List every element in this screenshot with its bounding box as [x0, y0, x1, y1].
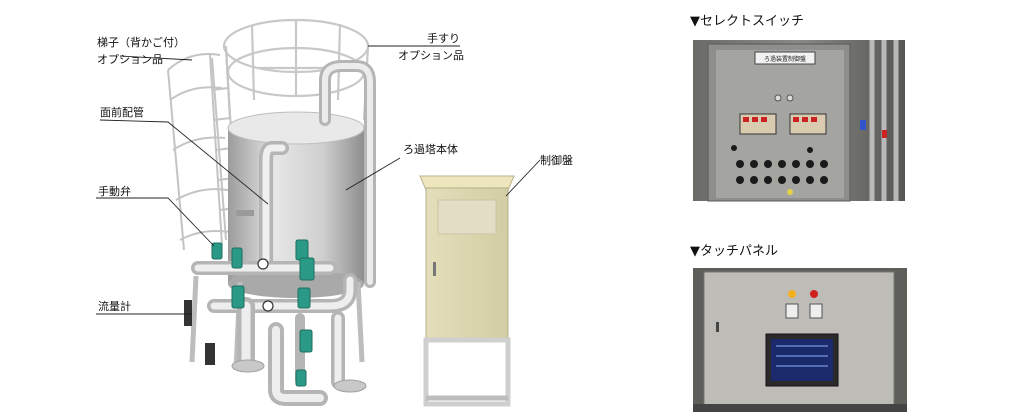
ladder-label-line2: オプション品 [97, 53, 163, 66]
front-piping-label: 面前配管 [100, 106, 144, 119]
tower-body-label: ろ過塔本体 [403, 143, 458, 156]
touch-panel-photo [693, 268, 907, 412]
handrail-label-line2: オプション品 [398, 49, 464, 62]
ladder-with-cage [167, 49, 239, 251]
manual-valve-label: 手動弁 [98, 185, 131, 198]
front-piping-pipes [191, 60, 376, 406]
flow-meter-device [184, 300, 215, 365]
ladder-label-line1: 梯子（背かご付） [97, 36, 185, 49]
manual-valves [211, 239, 315, 387]
handrail-label: 手すり オプション品 [398, 30, 464, 64]
leader-lines [96, 45, 541, 315]
flow-meter-label: 流量計 [98, 300, 131, 313]
panel-plate-text: ろ過装置制御盤 [764, 55, 806, 63]
touch-panel-title: ▼タッチパネル [690, 244, 778, 259]
select-switch-photo: ろ過装置制御盤 [693, 40, 905, 202]
pressure-gauges [257, 258, 274, 312]
control-panel-label: 制御盤 [540, 154, 573, 167]
ladder-label: 梯子（背かご付） オプション品 [97, 34, 185, 68]
select-switch-title: ▼セレクトスイッチ [690, 14, 804, 29]
handrail-label-line1: 手すり [427, 32, 460, 45]
control-panel-cabinet [419, 175, 515, 407]
